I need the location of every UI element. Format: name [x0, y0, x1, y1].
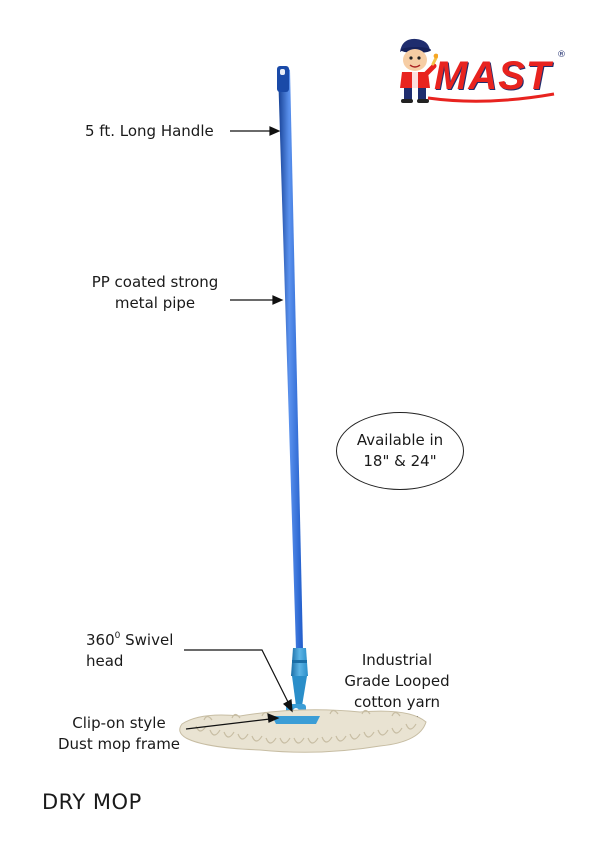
- swivel-degrees: 360: [86, 631, 115, 649]
- swivel-degree-mark: 0: [114, 631, 121, 641]
- pipe-callout: PP coated strong metal pipe: [80, 272, 230, 314]
- pipe-callout-line-2: metal pipe: [114, 294, 196, 312]
- product-title: DRY MOP: [42, 790, 142, 814]
- pipe-callout-line-1: PP coated strong: [91, 273, 219, 291]
- yarn-callout-line-3: cotton yarn: [353, 693, 441, 711]
- frame-callout-line-2: Dust mop frame: [57, 735, 181, 753]
- availability-line-1: Available in: [356, 431, 444, 449]
- availability-oval: Available in 18" & 24": [336, 412, 464, 490]
- callout-arrows: [184, 126, 293, 730]
- brand-logo: MAST ®: [392, 36, 568, 110]
- yarn-callout-line-2: Grade Looped: [344, 672, 450, 690]
- mop-handle: [277, 66, 303, 650]
- availability-line-2: 18" & 24": [363, 452, 437, 470]
- yarn-callout: Industrial Grade Looped cotton yarn: [336, 650, 458, 713]
- swivel-callout-line-2: head: [86, 652, 124, 670]
- handle-callout: 5 ft. Long Handle: [85, 122, 214, 140]
- frame-callout: Clip-on style Dust mop frame: [44, 713, 194, 755]
- mascot-icon: [400, 38, 438, 103]
- brand-name: MAST: [434, 54, 552, 98]
- yarn-callout-line-1: Industrial: [361, 651, 433, 669]
- brand-swoosh: [427, 92, 555, 103]
- frame-callout-line-1: Clip-on style: [72, 714, 166, 732]
- swivel-callout: 3600 Swivel head: [86, 626, 173, 672]
- mop-head: [179, 709, 427, 753]
- registered-mark: ®: [557, 50, 566, 60]
- swivel-word: Swivel: [120, 631, 174, 649]
